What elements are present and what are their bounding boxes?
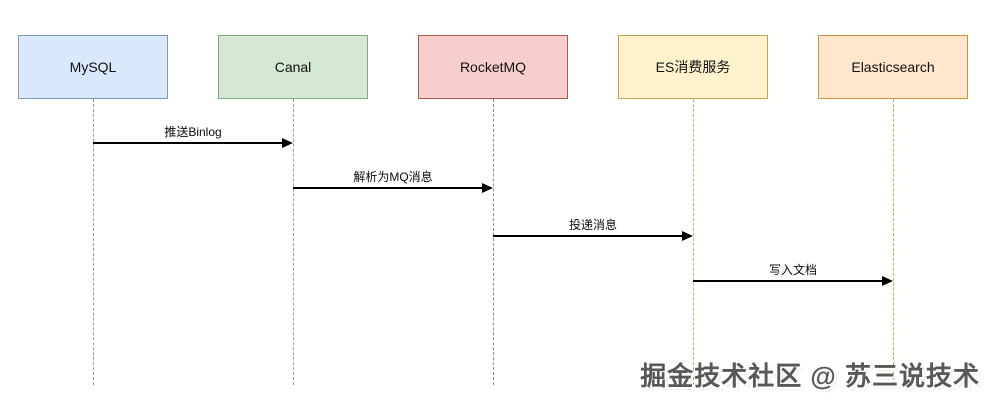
participant-es-consumer: ES消费服务 [618, 35, 768, 99]
lifeline-rocketmq [493, 99, 494, 385]
message-line [493, 235, 685, 237]
lifeline-mysql [93, 99, 94, 385]
participant-canal: Canal [218, 35, 368, 99]
message-mysql-to-canal: 推送Binlog [93, 123, 293, 148]
participant-label-rocketmq: RocketMQ [459, 59, 527, 75]
message-es-consumer-to-elasticsearch: 写入文档 [693, 261, 893, 286]
arrowhead-icon [482, 183, 493, 193]
message-label: 推送Binlog [164, 125, 222, 139]
message-label: 投递消息 [568, 218, 617, 232]
arrowhead-icon [682, 231, 693, 241]
message-label: 解析为MQ消息 [353, 170, 433, 184]
participant-mysql: MySQL [18, 35, 168, 99]
participant-rocketmq: RocketMQ [418, 35, 568, 99]
participant-label-mysql: MySQL [69, 59, 117, 75]
participant-label-es-consumer: ES消费服务 [655, 59, 731, 75]
participant-elasticsearch: Elasticsearch [818, 35, 968, 99]
message-rocketmq-to-es-consumer: 投递消息 [493, 216, 693, 241]
lifeline-elasticsearch [893, 99, 894, 385]
message-line [93, 142, 285, 144]
arrowhead-icon [282, 138, 293, 148]
message-line [693, 280, 885, 282]
arrowhead-icon [882, 276, 893, 286]
message-label: 写入文档 [768, 263, 817, 277]
message-canal-to-rocketmq: 解析为MQ消息 [293, 168, 493, 193]
lifeline-es-consumer [693, 99, 694, 385]
lifeline-canal [293, 99, 294, 385]
participant-label-canal: Canal [274, 59, 312, 75]
watermark-text: 掘金技术社区 @ 苏三说技术 [640, 361, 980, 391]
participant-label-elasticsearch: Elasticsearch [851, 59, 935, 75]
message-line [293, 187, 485, 189]
